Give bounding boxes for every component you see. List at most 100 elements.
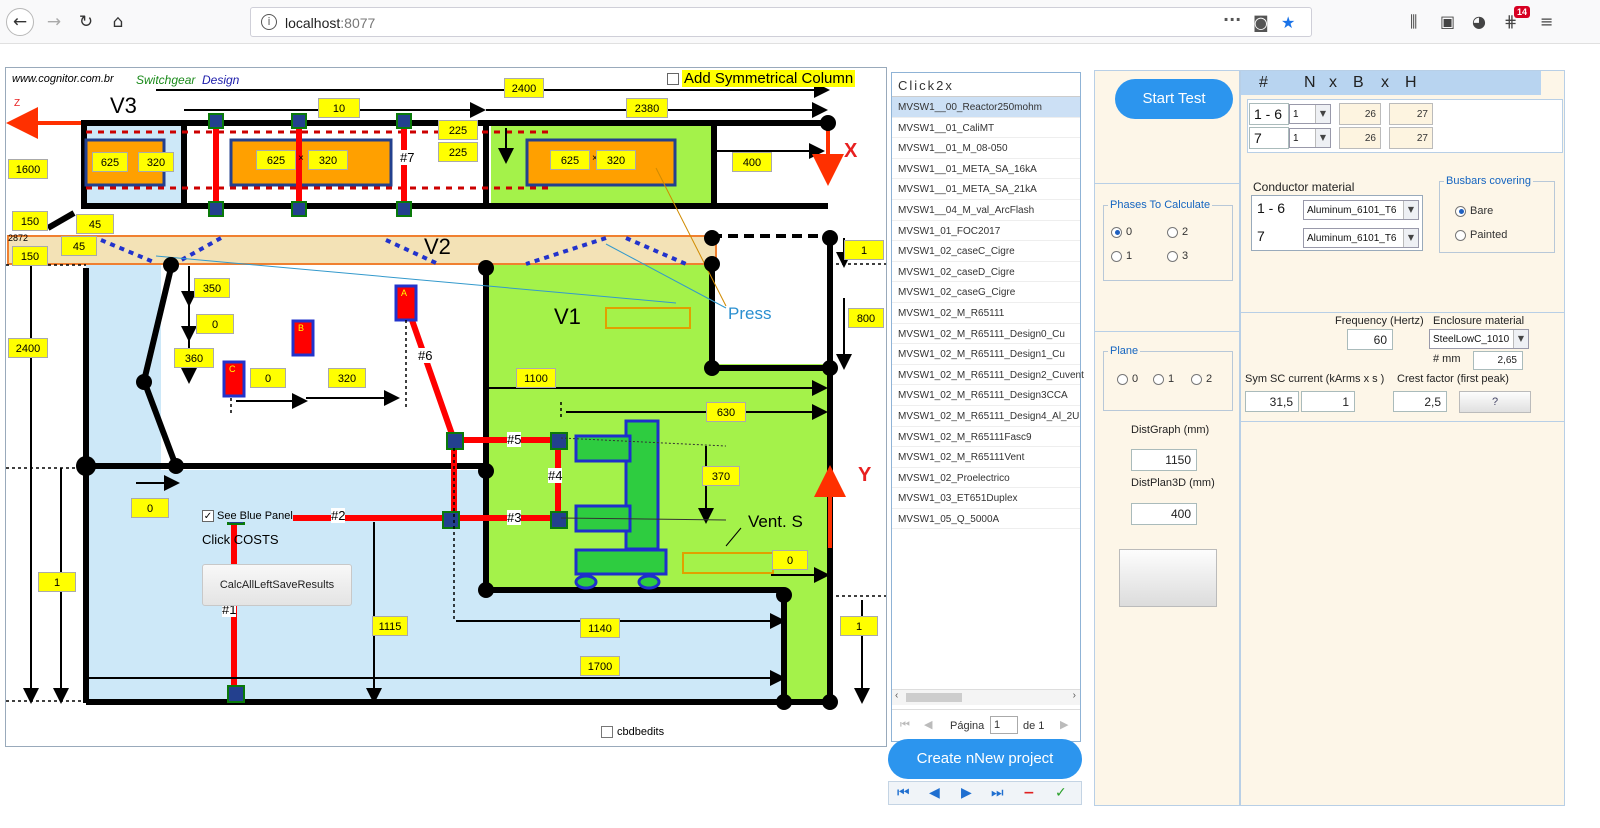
crest-help-icon[interactable]: ? [1459,391,1531,413]
dim-150-a[interactable]: 150 [12,211,48,231]
list-item[interactable]: MVSW1_02_caseG_Cigre [892,282,1080,303]
crest-factor-input[interactable]: 2,5 [1393,391,1447,412]
add-symmetrical-column[interactable]: Add Symmetrical Column [667,70,856,87]
busbar-v3-b-width[interactable]: 625 [256,150,296,170]
dim-1140[interactable]: 1140 [580,618,620,638]
list-item[interactable]: MVSW1__01_M_08-050 [892,138,1080,159]
add-sym-checkbox[interactable] [667,72,679,85]
list-item[interactable]: MVSW1__01_CaliMT [892,118,1080,139]
dim-320[interactable]: 320 [328,368,366,388]
dim-2400-top[interactable]: 2400 [504,78,544,98]
dim-630[interactable]: 630 [706,402,746,422]
busbar-v3-c-height[interactable]: 320 [596,150,636,170]
dim-1100[interactable]: 1100 [516,368,556,388]
thickness-input[interactable]: 2,65 [1473,351,1523,370]
info-icon[interactable]: i [261,14,277,30]
list-item[interactable]: MVSW1_02_M_R65111Fasc9 [892,427,1080,448]
more-actions-icon[interactable]: ··· [1223,10,1242,29]
list-item[interactable]: MVSW1_01_FOC2017 [892,221,1080,242]
cover-bare-radio[interactable]: Bare [1455,205,1493,217]
row2-b[interactable]: 26 [1339,127,1381,149]
dim-2380[interactable]: 2380 [626,98,668,118]
node-tag-2[interactable]: #2 [331,508,346,523]
list-item[interactable]: MVSW1_02_M_R65111_Design4_Al_2U [892,406,1080,427]
delete-record-icon[interactable]: − [1023,785,1035,801]
scrollbar-thumb[interactable] [906,693,962,702]
plane-radio-2[interactable]: 2 [1191,373,1212,385]
row1-n-select[interactable]: 1▼ [1289,104,1331,124]
prev-record-icon[interactable]: ◀ [929,785,940,801]
confirm-record-icon[interactable]: ✓ [1055,785,1067,801]
last-record-icon[interactable]: ⏭ [991,785,1004,801]
list-item[interactable]: MVSW1__01_META_SA_16kA [892,159,1080,180]
list-item[interactable]: MVSW1_02_M_R65111Vent [892,447,1080,468]
sym-sc-time-input[interactable]: 1 [1301,391,1355,412]
dim-0-c[interactable]: 0 [772,550,808,570]
dim-0-b[interactable]: 0 [250,368,286,388]
url-bar[interactable]: i localhost:8077 ··· ◙ ★ [250,7,1312,37]
node-tag-5[interactable]: #5 [507,432,522,447]
prev-page-icon[interactable]: ◀ [924,719,933,731]
dim-0-d[interactable]: 0 [131,498,169,518]
scroll-right-icon[interactable]: › [1072,690,1076,701]
cover-painted-radio[interactable]: Painted [1455,229,1507,241]
dim-1115[interactable]: 1115 [372,616,408,636]
busbar-v3-c-width[interactable]: 625 [550,150,590,170]
node-tag-7[interactable]: #7 [400,150,415,165]
cbdbedits-toggle[interactable]: cbdbedits [601,726,664,738]
plane-radio-1[interactable]: 1 [1153,373,1174,385]
reload-icon[interactable]: ↻ [78,12,94,32]
forward-icon[interactable]: → [46,12,62,32]
phase-radio-1[interactable]: 1 [1111,250,1132,262]
distgraph-input[interactable]: 1150 [1131,449,1197,471]
dim-1600[interactable]: 1600 [8,159,48,179]
list-item[interactable]: MVSW1_03_ET651Duplex [892,488,1080,509]
list-item[interactable]: MVSW1_02_caseD_Cigre [892,262,1080,283]
bookmark-star-icon[interactable]: ★ [1281,13,1296,32]
list-item[interactable]: MVSW1_02_M_R65111 [892,303,1080,324]
pocket-icon[interactable]: ◙ [1253,13,1269,32]
back-icon[interactable]: ← [6,8,34,36]
list-item[interactable]: MVSW1_02_Proelectrico [892,468,1080,489]
row1-h[interactable]: 27 [1389,103,1433,125]
horizontal-scrollbar[interactable]: ‹ › [892,689,1080,705]
list-item[interactable]: MVSW1_02_M_R65111_Design0_Cu [892,324,1080,345]
dim-225-a[interactable]: 225 [438,120,478,140]
dim-1700[interactable]: 1700 [580,656,620,676]
dim-45-b[interactable]: 45 [61,236,97,256]
library-icon[interactable]: ⫼ [1410,12,1418,31]
switchgear-diagram[interactable]: www.cognitor.com.br Switchgear Design Ad… [5,67,887,747]
list-item[interactable]: MVSW1_02_M_R65111_Design2_Cuvent [892,365,1084,386]
enclosure-select[interactable]: SteelLowC_1010▼ [1429,329,1529,349]
plane-radio-0[interactable]: 0 [1117,373,1138,385]
start-test-button[interactable]: Start Test [1115,79,1233,119]
frequency-input[interactable]: 60 [1347,329,1393,350]
dim-45-a[interactable]: 45 [76,214,114,234]
dim-370[interactable]: 370 [702,466,740,486]
calc-all-button[interactable]: CalcAllLeftSaveResults [202,564,352,606]
distplan-input[interactable]: 400 [1131,503,1197,525]
scroll-left-icon[interactable]: ‹ [895,690,899,701]
home-icon[interactable]: ⌂ [112,12,124,32]
dim-360[interactable]: 360 [174,348,214,368]
busbar-v3-b-height[interactable]: 320 [308,150,348,170]
dim-1-top[interactable]: 1 [844,240,884,260]
node-tag-3[interactable]: #3 [507,510,522,525]
dim-400[interactable]: 400 [732,152,772,172]
dim-2400-left[interactable]: 2400 [8,338,48,358]
list-item[interactable]: MVSW1_02_M_R65111_Design1_Cu [892,344,1080,365]
dim-350[interactable]: 350 [194,278,230,298]
busbar-v3-a-width[interactable]: 625 [92,152,128,172]
row2-h[interactable]: 27 [1389,127,1433,149]
dim-225-b[interactable]: 225 [438,142,478,162]
list-item[interactable]: MVSW1_05_Q_5000A [892,509,1080,530]
next-record-icon[interactable]: ▶ [961,785,972,801]
see-blue-panel-checkbox[interactable]: ✓ [202,510,214,522]
cond-row1-material[interactable]: Aluminum_6101_T6▼ [1303,200,1419,220]
list-item[interactable]: MVSW1_02_M_R65111_Design3CCA [892,385,1080,406]
first-record-icon[interactable]: ⏮ [897,785,910,801]
page-input[interactable]: 1 [990,716,1018,734]
node-tag-6[interactable]: #6 [418,348,433,363]
create-project-button[interactable]: Create nNew project [888,739,1082,779]
sidebar-icon[interactable]: ▣ [1440,12,1456,31]
